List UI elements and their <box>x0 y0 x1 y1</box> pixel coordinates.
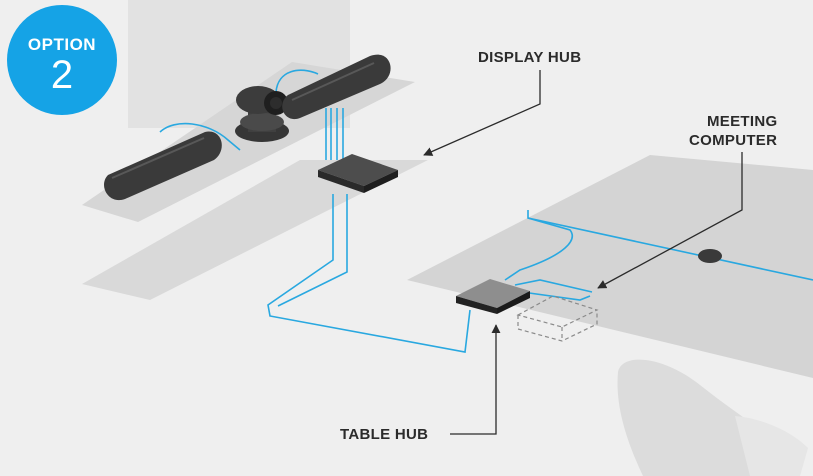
right-speaker-bar <box>282 54 391 120</box>
table-hub-callout <box>450 324 501 435</box>
table-microphone <box>698 249 722 263</box>
option-badge: OPTION 2 <box>7 5 117 115</box>
display-hub-device <box>318 154 398 193</box>
table-run-cable-4 <box>521 291 591 301</box>
option-label: OPTION <box>27 35 97 54</box>
chair <box>617 359 808 476</box>
meeting-computer-callout <box>597 152 743 289</box>
display-hub-label: DISPLAY HUB <box>478 49 582 66</box>
speaker-left-cable <box>159 122 241 151</box>
meeting-computer-label-line2: COMPUTER <box>689 132 778 149</box>
table-run-cable-3 <box>514 279 593 293</box>
meeting-computer-outline <box>516 295 599 342</box>
display-hub-callout <box>423 70 541 156</box>
hub-to-table-cable-b <box>277 194 348 307</box>
hub-to-table-cable-a <box>267 194 471 353</box>
table-hub-device <box>456 279 530 314</box>
cables <box>159 69 813 353</box>
floor-strip <box>82 160 428 300</box>
table-run-cable-1 <box>504 210 573 281</box>
camera-cable <box>275 69 319 93</box>
option-number: 2 <box>50 53 74 97</box>
callouts <box>423 70 743 435</box>
camera <box>235 86 289 142</box>
table-hub-label: TABLE HUB <box>340 426 429 443</box>
meeting-computer-label-line1: MEETING <box>707 113 778 130</box>
table-surface <box>407 155 813 378</box>
left-speaker-bar <box>104 131 222 201</box>
